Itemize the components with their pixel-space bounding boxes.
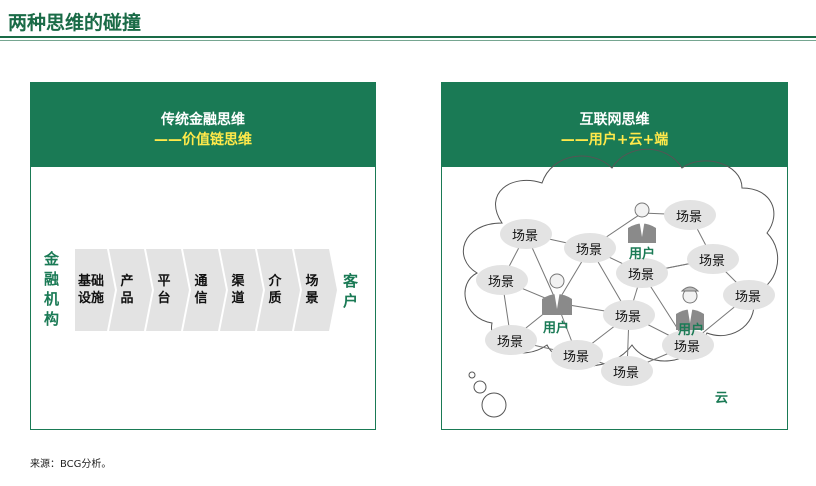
scene-node [603,300,655,330]
scene-node [601,356,653,386]
internet-thinking-panel: 互联网思维 ——用户+云+端 [441,82,788,430]
value-chain-arrow [146,249,189,331]
scene-label: 场景 [563,350,590,365]
internet-panel-title: 互联网思维 [579,112,650,128]
stage-line: 平 [157,274,171,289]
financial-institution-char: 机 [44,290,60,308]
stage-channel: 渠 道 [228,273,248,307]
scene-label: 场景 [676,210,703,225]
user-label: 用户 [629,247,656,262]
value-chain-arrow [109,249,152,331]
scene-label: 场景 [674,340,701,355]
stage-line: 介 [268,274,282,289]
value-chain-arrow [294,249,337,331]
value-chain-arrows [75,249,337,331]
stage-infrastructure: 基础 设施 [75,273,107,307]
scene-node [564,233,616,263]
user-icon-worker [676,286,704,330]
customer-char: 客 [343,272,359,290]
scene-label: 场景 [512,229,539,244]
stage-communication: 通 信 [191,273,211,307]
scene-label: 场景 [497,335,524,350]
financial-institution-char: 构 [44,310,60,328]
customer-label: 客 户 [343,271,361,311]
financial-institution-char: 金 [44,250,60,268]
traditional-panel-title: 传统金融思维 [161,112,245,128]
network-diagram [462,148,779,418]
stage-product: 产 品 [117,273,137,307]
stage-platform: 平 台 [154,273,174,307]
stage-scenario: 场 景 [302,273,322,307]
scene-node [500,219,552,249]
internet-panel-subtitle: ——用户+云+端 [560,132,669,148]
stage-line: 台 [157,291,171,306]
user-icon-top [628,202,656,243]
scene-nodes [476,200,775,386]
stage-line: 通 [194,274,208,289]
title-divider-thin [0,40,816,41]
scene-node [687,244,739,274]
scene-label: 场景 [576,243,603,258]
value-chain-arrow [257,249,300,331]
stage-line: 道 [231,291,245,306]
value-chain-arrow [220,249,263,331]
scene-label: 场景 [628,268,655,283]
scene-label: 场景 [735,290,762,305]
stage-line: 场 [305,274,319,289]
stage-line: 设施 [77,291,104,306]
user-label: 用户 [543,321,570,336]
traditional-finance-panel: 传统金融思维 ——价值链思维 金 融 机 构 基础 设施 产 品 平 台 通 信 [30,82,376,430]
scene-node [664,200,716,230]
scene-label: 场景 [488,275,515,290]
user-label: 用户 [678,323,705,338]
stage-line: 产 [120,274,134,289]
title-divider [0,36,816,38]
financial-institution-label: 金 融 机 构 [44,249,62,329]
internet-panel-header: 互联网思维 ——用户+云+端 [442,83,787,167]
scene-node [476,265,528,295]
scene-label: 场景 [699,254,726,269]
scene-node [662,330,714,360]
stage-line: 品 [120,291,134,306]
traditional-panel-subtitle: ——价值链思维 [154,132,252,148]
user-icon-left [542,273,572,315]
source-note: 来源：BCG分析。 [30,459,112,470]
value-chain-arrow [75,249,115,331]
traditional-panel-header: 传统金融思维 ——价值链思维 [31,83,375,167]
stage-line: 景 [305,291,319,306]
scene-label: 场景 [615,310,642,325]
stage-line: 质 [268,291,282,306]
scene-node [551,340,603,370]
cloud-label: 云 [715,391,729,406]
stage-line: 基础 [77,274,104,289]
stage-line: 渠 [231,274,245,289]
page-title: 两种思维的碰撞 [8,12,142,34]
scene-node [616,258,668,288]
financial-institution-char: 融 [44,270,60,288]
stage-medium: 介 质 [265,273,285,307]
scene-node [723,280,775,310]
stage-line: 信 [194,291,208,306]
value-chain-arrow [183,249,226,331]
customer-char: 户 [343,292,359,310]
scene-label: 场景 [613,366,640,381]
scene-node [485,325,537,355]
